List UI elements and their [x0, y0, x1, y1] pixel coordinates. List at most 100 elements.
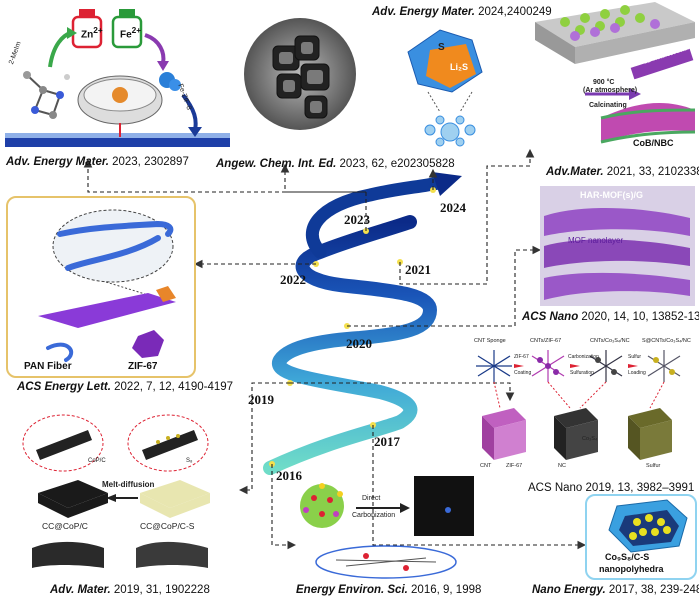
- nanopolyhedra-label: nanopolyhedra: [599, 564, 664, 574]
- ref-journal: Adv. Energy Mater.: [372, 6, 475, 18]
- year-2016: 2016: [276, 468, 302, 483]
- fe-charge: 2+: [131, 25, 142, 35]
- copc-inset-label: CoP/C: [88, 458, 106, 464]
- ref-detail: 2017, 38, 239-248: [605, 584, 699, 596]
- panel-2019-cnt-sponge: CNT Sponge CNTs/ZIF-67 CNTs/Co₃S₄/NC S@C…: [470, 336, 698, 476]
- pan-fiber-scheme: [38, 209, 176, 362]
- sulfur-step-label: Sulfur: [628, 354, 642, 360]
- zn-charge: 2+: [93, 25, 103, 35]
- carbonization-2016-label: Carbonization: [352, 512, 396, 519]
- year-2021: 2021: [405, 262, 431, 277]
- spiral-path-upper: [305, 176, 445, 259]
- ref-2023-angew: Angew. Chem. Int. Ed. 2023, 62, e2023058…: [216, 158, 455, 170]
- co9s8-polyhedron: [608, 499, 688, 553]
- ref-detail: 2023, 2302897: [108, 156, 189, 168]
- year-2017: 2017: [374, 434, 400, 449]
- ref-2023-adv-energy: Adv. Energy Mater. 2023, 2302897: [6, 156, 189, 168]
- ref-journal: Angew. Chem. Int. Ed.: [216, 158, 337, 170]
- spiral-arrowhead: [432, 172, 462, 196]
- zif67-step-label: ZIF-67: [514, 354, 529, 360]
- ref-detail: 2016, 9, 1998: [407, 584, 482, 596]
- loading-label: Loading: [628, 370, 646, 376]
- fe-label: Fe2+: [120, 25, 141, 40]
- ref-detail: 2023, 62, e202305828: [336, 158, 455, 170]
- panel-2023-angew: [243, 4, 358, 144]
- li2s-label: Li₂S: [450, 62, 468, 72]
- sulfur-label: S: [438, 42, 445, 53]
- ref-journal: Energy Environ. Sci.: [296, 584, 408, 596]
- atmosphere-label: (Ar atmosphere): [583, 87, 638, 94]
- direct-label: Direct: [362, 495, 381, 502]
- har-mof-graphene-image: [540, 186, 695, 306]
- fe-zif8-synthesis-scheme: [5, 9, 230, 147]
- ref-2021-adv-mater: Adv.Mater. 2021, 33, 2102338: [546, 166, 699, 178]
- melt-diffusion-label: Melt-diffusion: [102, 480, 155, 489]
- carbonization-label: Carbonization: [568, 354, 599, 360]
- zif67-cube-label: ZIF-67: [506, 463, 523, 469]
- year-2024: 2024: [440, 200, 466, 215]
- s8-inset-label: S₈: [186, 458, 193, 464]
- co3s4-label: Co₃S₄: [582, 436, 598, 442]
- panel-2017-co9s8: Co₉S₈/C-S nanopolyhedra: [585, 494, 697, 580]
- ref-2016-energy-environ: Energy Environ. Sci. 2016, 9, 1998: [296, 584, 481, 596]
- cob-nbc-scheme: [535, 2, 696, 144]
- cc-copc-s-label: CC@CoP/C-S: [140, 521, 195, 531]
- cnt-co-label: CNTs/Co₃S₄/NC: [590, 338, 630, 344]
- ref-journal: Adv. Mater.: [50, 584, 111, 596]
- tem-image-hollow-cubes: [244, 18, 356, 130]
- cnt-sponge-scheme: [476, 350, 681, 460]
- cc-copc-label: CC@CoP/C: [42, 521, 88, 531]
- temperature-label: 900 °C: [593, 79, 615, 86]
- pan-fiber-label: PAN Fiber: [24, 361, 72, 372]
- cop-melt-diffusion-scheme: [22, 414, 210, 568]
- ref-2020-acs-nano: ACS Nano 2020, 14, 10, 13852-13864: [522, 311, 699, 323]
- ref-detail: 2019, 13, 3982–3991: [582, 482, 695, 494]
- sulfuration-label: Sulfuration: [570, 370, 594, 376]
- ref-journal: ACS Nano: [522, 311, 579, 323]
- ref-journal: ACS Nano: [528, 482, 583, 494]
- har-mof-label: HAR-MOF(s)/G: [580, 190, 643, 200]
- sulfur-cube-label: Sulfur: [646, 463, 661, 469]
- li2s-polyhedron-scheme: [407, 29, 483, 147]
- coating-label: Coating: [514, 370, 532, 376]
- ref-journal: ACS Energy Lett.: [17, 381, 111, 393]
- year-2022: 2022: [280, 272, 306, 287]
- ref-detail: 2021, 33, 2102338: [603, 166, 699, 178]
- ref-2019-adv-mater: Adv. Mater. 2019, 31, 1902228: [50, 584, 210, 596]
- calcinating-label: Calcinating: [589, 102, 627, 109]
- ref-detail: 2024,2400249: [474, 6, 552, 18]
- direct-carbonization-scheme: [300, 476, 474, 579]
- zif67-label: ZIF-67: [128, 361, 158, 372]
- co9s8-label: Co₉S₈/C-S: [605, 552, 650, 562]
- year-2019: 2019: [248, 392, 274, 407]
- ref-journal: Adv. Energy Mater.: [6, 156, 109, 168]
- spiral-path: [263, 215, 438, 475]
- nc-label: NC: [558, 463, 566, 469]
- fe-text: Fe: [120, 29, 132, 41]
- ref-detail: 2022, 7, 12, 4190-4197: [110, 381, 234, 393]
- ref-2017-nano-energy: Nano Energy. 2017, 38, 239-248: [532, 584, 699, 596]
- ref-2024-adv-energy: Adv. Energy Mater. 2024,2400249: [372, 6, 552, 18]
- cnt-label: CNT: [480, 463, 492, 469]
- s-cnt-co-label: S@CNTs/Co₃S₄/NC: [642, 338, 691, 344]
- cnt-sponge-label: CNT Sponge: [474, 338, 506, 344]
- panel-2020-har-mof: HAR-MOF(s)/G MOF nanolayer: [540, 186, 695, 306]
- zn-text: Zn: [81, 29, 94, 41]
- panel-2022-pan-fiber: PAN Fiber ZIF-67: [6, 196, 196, 378]
- panel-2021-cobnbc: 2D Heterostructure 900 °C (Ar atmosphere…: [505, 2, 697, 150]
- year-2020: 2020: [346, 336, 372, 351]
- ref-2019-acs-nano: ACS Nano 2019, 13, 3982–3991: [528, 482, 694, 494]
- panel-2019-cop: CoP/C S₈ Melt-diffusion CC@CoP/C CC@CoP/…: [18, 408, 233, 576]
- cobnbc-label: CoB/NBC: [633, 138, 674, 148]
- ref-journal: Nano Energy.: [532, 584, 606, 596]
- cnt-zif-label: CNTs/ZIF-67: [530, 338, 562, 344]
- panel-2024: S Li₂S: [400, 22, 500, 152]
- year-2023: 2023: [344, 212, 370, 227]
- ref-2022-acs-energy: ACS Energy Lett. 2022, 7, 12, 4190-4197: [17, 381, 233, 393]
- ref-detail: 2019, 31, 1902228: [110, 584, 210, 596]
- ref-journal: Adv.Mater.: [546, 166, 604, 178]
- ref-detail: 2020, 14, 10, 13852-13864: [581, 311, 699, 323]
- panel-2016: Direct Carbonization: [296, 470, 496, 580]
- panel-2023-fe-zif8: Zn2+ Fe2+ 2-MeIm Fe-ZIF-8: [5, 5, 230, 155]
